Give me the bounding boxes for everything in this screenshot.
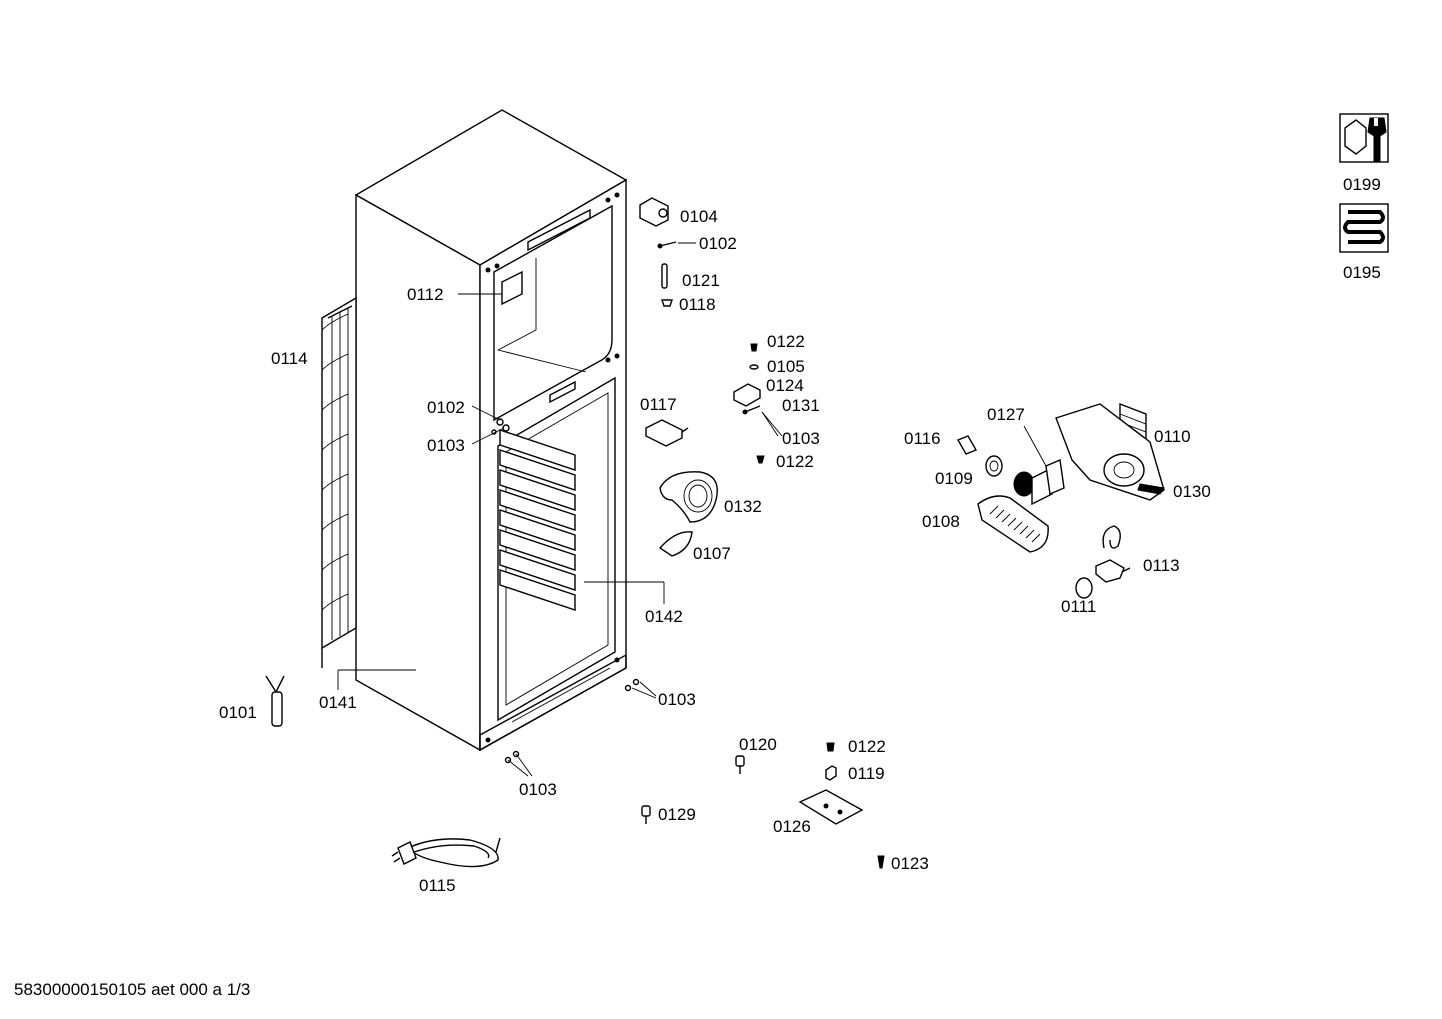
label-0199: 0199 <box>1343 175 1381 194</box>
hinge-bottom-0126 <box>798 789 864 825</box>
fan-cover-0107 <box>658 531 693 557</box>
label-0110: 0110 <box>1154 427 1191 446</box>
label-0141: 0141 <box>319 693 357 712</box>
foot-0120 <box>735 755 745 774</box>
screw-0102a <box>657 241 677 249</box>
label-0123: 0123 <box>891 854 929 873</box>
label-0142: 0142 <box>645 607 683 626</box>
label-0121: 0121 <box>682 271 720 290</box>
pin-0121 <box>661 263 668 289</box>
wrench-nut-icon <box>1339 113 1389 163</box>
fan-housing-0132 <box>659 471 718 523</box>
label-0122: 0122 <box>848 737 886 756</box>
label-0124: 0124 <box>766 376 804 395</box>
label-0113: 0113 <box>1143 556 1180 575</box>
label-0117: 0117 <box>640 395 677 414</box>
label-0122: 0122 <box>767 332 805 351</box>
screw-0123 <box>877 855 885 869</box>
label-0103: 0103 <box>519 780 557 799</box>
label-0102: 0102 <box>699 234 737 253</box>
label-0122: 0122 <box>776 452 814 471</box>
label-0105: 0105 <box>767 357 805 376</box>
cap-0118 <box>661 299 673 307</box>
label-0109: 0109 <box>935 469 973 488</box>
label-0119: 0119 <box>848 764 885 783</box>
label-0114: 0114 <box>271 349 308 368</box>
parts-0122c-0119 <box>825 742 837 781</box>
thermostat-0117 <box>645 419 689 447</box>
label-0129: 0129 <box>658 805 696 824</box>
foot-0129 <box>641 805 651 824</box>
part-labels: 0104 0102 0121 0118 0112 0114 0102 0103 … <box>219 175 1381 895</box>
label-0130: 0130 <box>1173 482 1211 501</box>
label-0103: 0103 <box>782 429 820 448</box>
label-0107: 0107 <box>693 544 731 563</box>
label-0103: 0103 <box>658 690 696 709</box>
coil-icon <box>1339 203 1389 253</box>
parts-0122-0105-0124-0131 <box>733 343 765 464</box>
label-0120: 0120 <box>739 735 777 754</box>
label-0132: 0132 <box>724 497 762 516</box>
label-0103: 0103 <box>427 436 465 455</box>
label-0108: 0108 <box>922 512 960 531</box>
light-assembly <box>956 402 1165 599</box>
label-0127: 0127 <box>987 405 1025 424</box>
drier-0101 <box>265 675 285 727</box>
label-0116: 0116 <box>904 429 941 448</box>
leader-lines <box>337 242 1047 777</box>
label-0131: 0131 <box>782 396 820 415</box>
label-0101: 0101 <box>219 703 257 722</box>
cabinet-drawing <box>354 109 628 752</box>
condenser-drawing <box>321 296 357 668</box>
power-cord-0115 <box>391 837 501 868</box>
label-0104: 0104 <box>680 207 718 226</box>
label-0118: 0118 <box>679 295 716 314</box>
label-0195: 0195 <box>1343 263 1381 282</box>
document-code: 58300000150105 aet 000 a 1/3 <box>14 980 251 999</box>
label-0112: 0112 <box>407 285 444 304</box>
hinge-top-0104 <box>639 197 669 227</box>
label-0111: 0111 <box>1061 597 1096 616</box>
label-0115: 0115 <box>419 876 456 895</box>
label-0102: 0102 <box>427 398 465 417</box>
label-0126: 0126 <box>773 817 811 836</box>
